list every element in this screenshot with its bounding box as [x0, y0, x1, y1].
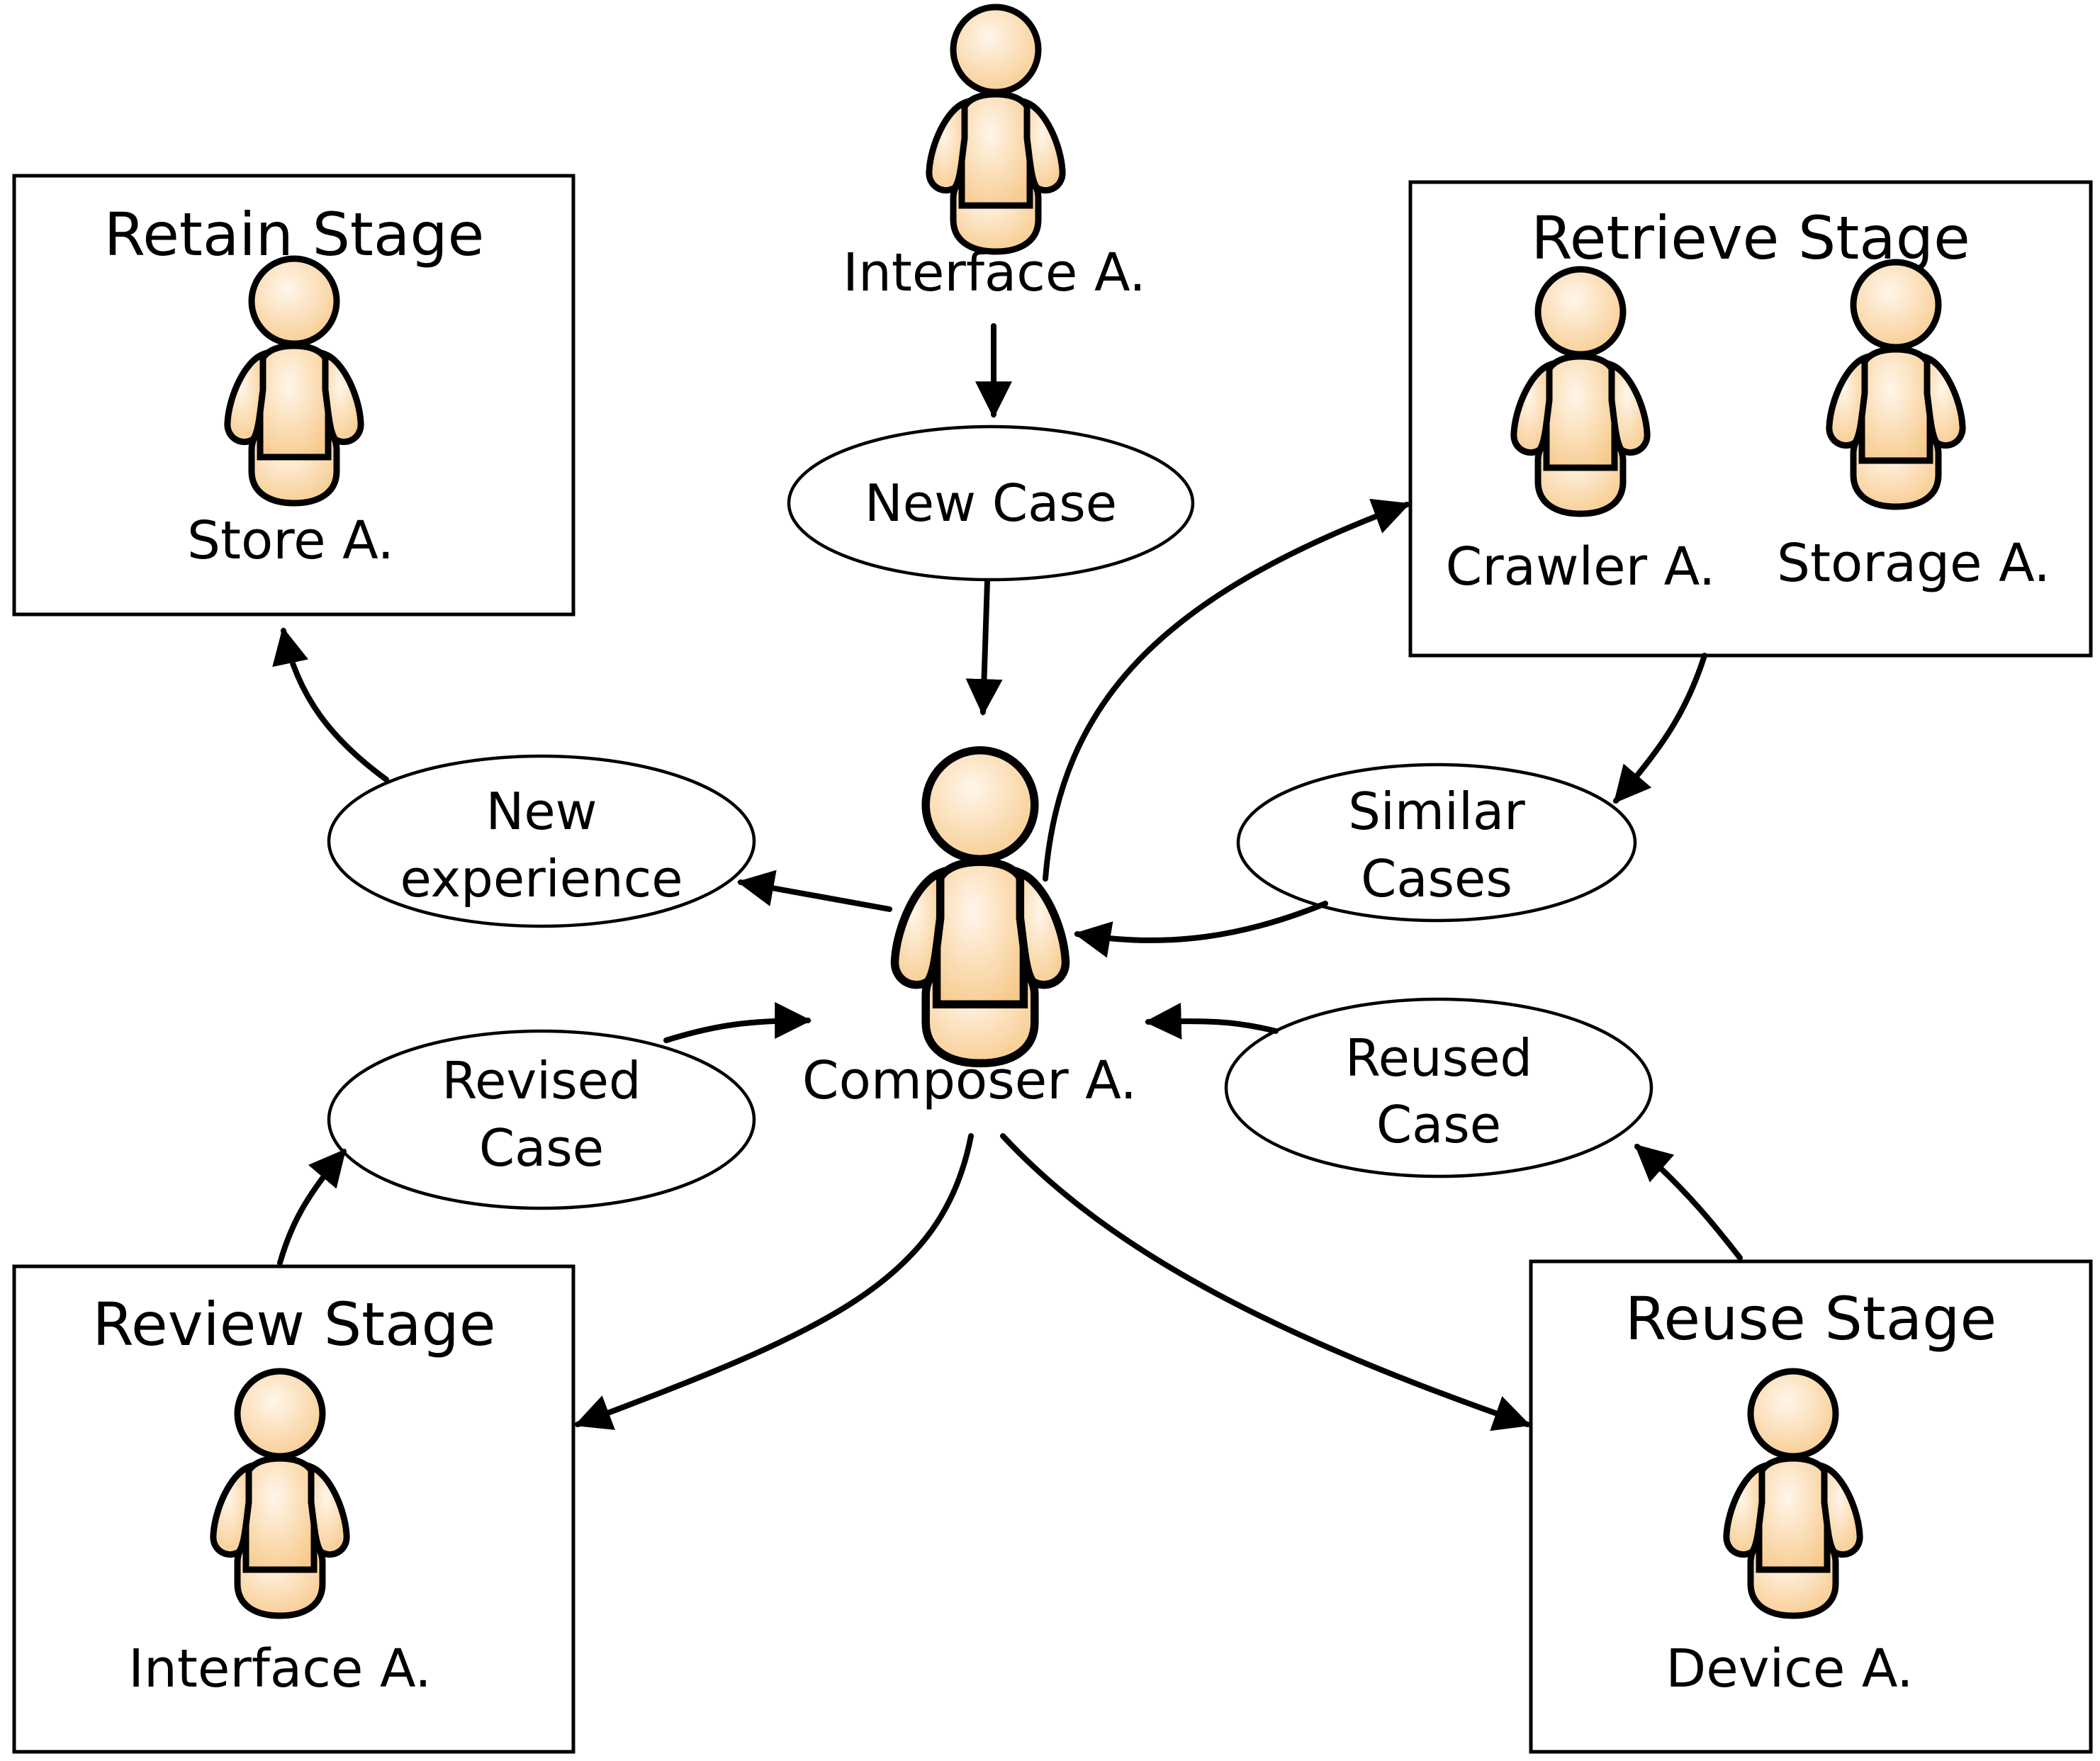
- top-interface-agent-icon: [929, 7, 1062, 252]
- arrow-reuse-to-reused-case: [1634, 1144, 1743, 1261]
- retrieve-stage-box: Retrieve Stage Crawler A. Storage A.: [1408, 180, 2093, 658]
- device-agent-label: Device A.: [1666, 1638, 1913, 1699]
- retain-stage-box: Retain Stage Store A.: [12, 174, 575, 617]
- top-interface-agent-label: Interface A.: [843, 242, 1146, 303]
- new-case-label: New Case: [865, 473, 1117, 533]
- new-experience-label-line1: New: [485, 782, 597, 841]
- arrow-similar-cases-to-composer: [1073, 901, 1328, 958]
- review-interface-agent-label: Interface A.: [128, 1638, 432, 1699]
- reused-case-label-line1: Reused: [1345, 1028, 1532, 1088]
- storage-agent-label: Storage A.: [1777, 533, 2050, 594]
- arrow-composer-to-review: [574, 1133, 974, 1430]
- reuse-stage-box: Reuse Stage Device A.: [1529, 1259, 2093, 1754]
- arrow-composer-to-retrieve: [1043, 498, 1410, 882]
- review-stage-title: Review Stage: [92, 1290, 495, 1359]
- revised-case-label-line2: Case: [479, 1118, 604, 1178]
- similar-cases-node: Similar Cases: [1236, 763, 1637, 923]
- arrow-composer-to-reuse: [1000, 1133, 1531, 1431]
- revised-case-node: Revised Case: [327, 1029, 756, 1210]
- arrow-new-experience-to-retain: [272, 626, 389, 782]
- arrow-new-case-to-composer: [965, 578, 1003, 716]
- composer-agent-label: Composer A.: [802, 1050, 1137, 1111]
- new-experience-label-line2: experience: [400, 849, 683, 908]
- arrow-review-to-revised-case: [277, 1149, 347, 1266]
- new-experience-node: New experience: [327, 754, 756, 928]
- revised-case-label-line1: Revised: [442, 1051, 641, 1110]
- arrow-composer-to-new-experience: [736, 870, 892, 912]
- review-stage-box: Review Stage Interface A.: [12, 1264, 575, 1754]
- similar-cases-label-line2: Cases: [1361, 849, 1512, 908]
- similar-cases-label-line1: Similar: [1348, 782, 1525, 841]
- arrow-reused-case-to-composer: [1144, 1002, 1279, 1040]
- arrow-retrieve-to-similar-cases: [1613, 653, 1707, 804]
- reuse-stage-title: Reuse Stage: [1625, 1284, 1997, 1354]
- store-agent-label: Store A.: [187, 510, 394, 571]
- arrow-revised-case-to-composer: [663, 1002, 812, 1043]
- composer-agent-icon: [895, 750, 1066, 1064]
- crawler-agent-label: Crawler A.: [1446, 536, 1716, 597]
- new-case-node: New Case: [787, 424, 1195, 582]
- reused-case-label-line2: Case: [1376, 1095, 1501, 1154]
- reused-case-node: Reused Case: [1224, 997, 1653, 1178]
